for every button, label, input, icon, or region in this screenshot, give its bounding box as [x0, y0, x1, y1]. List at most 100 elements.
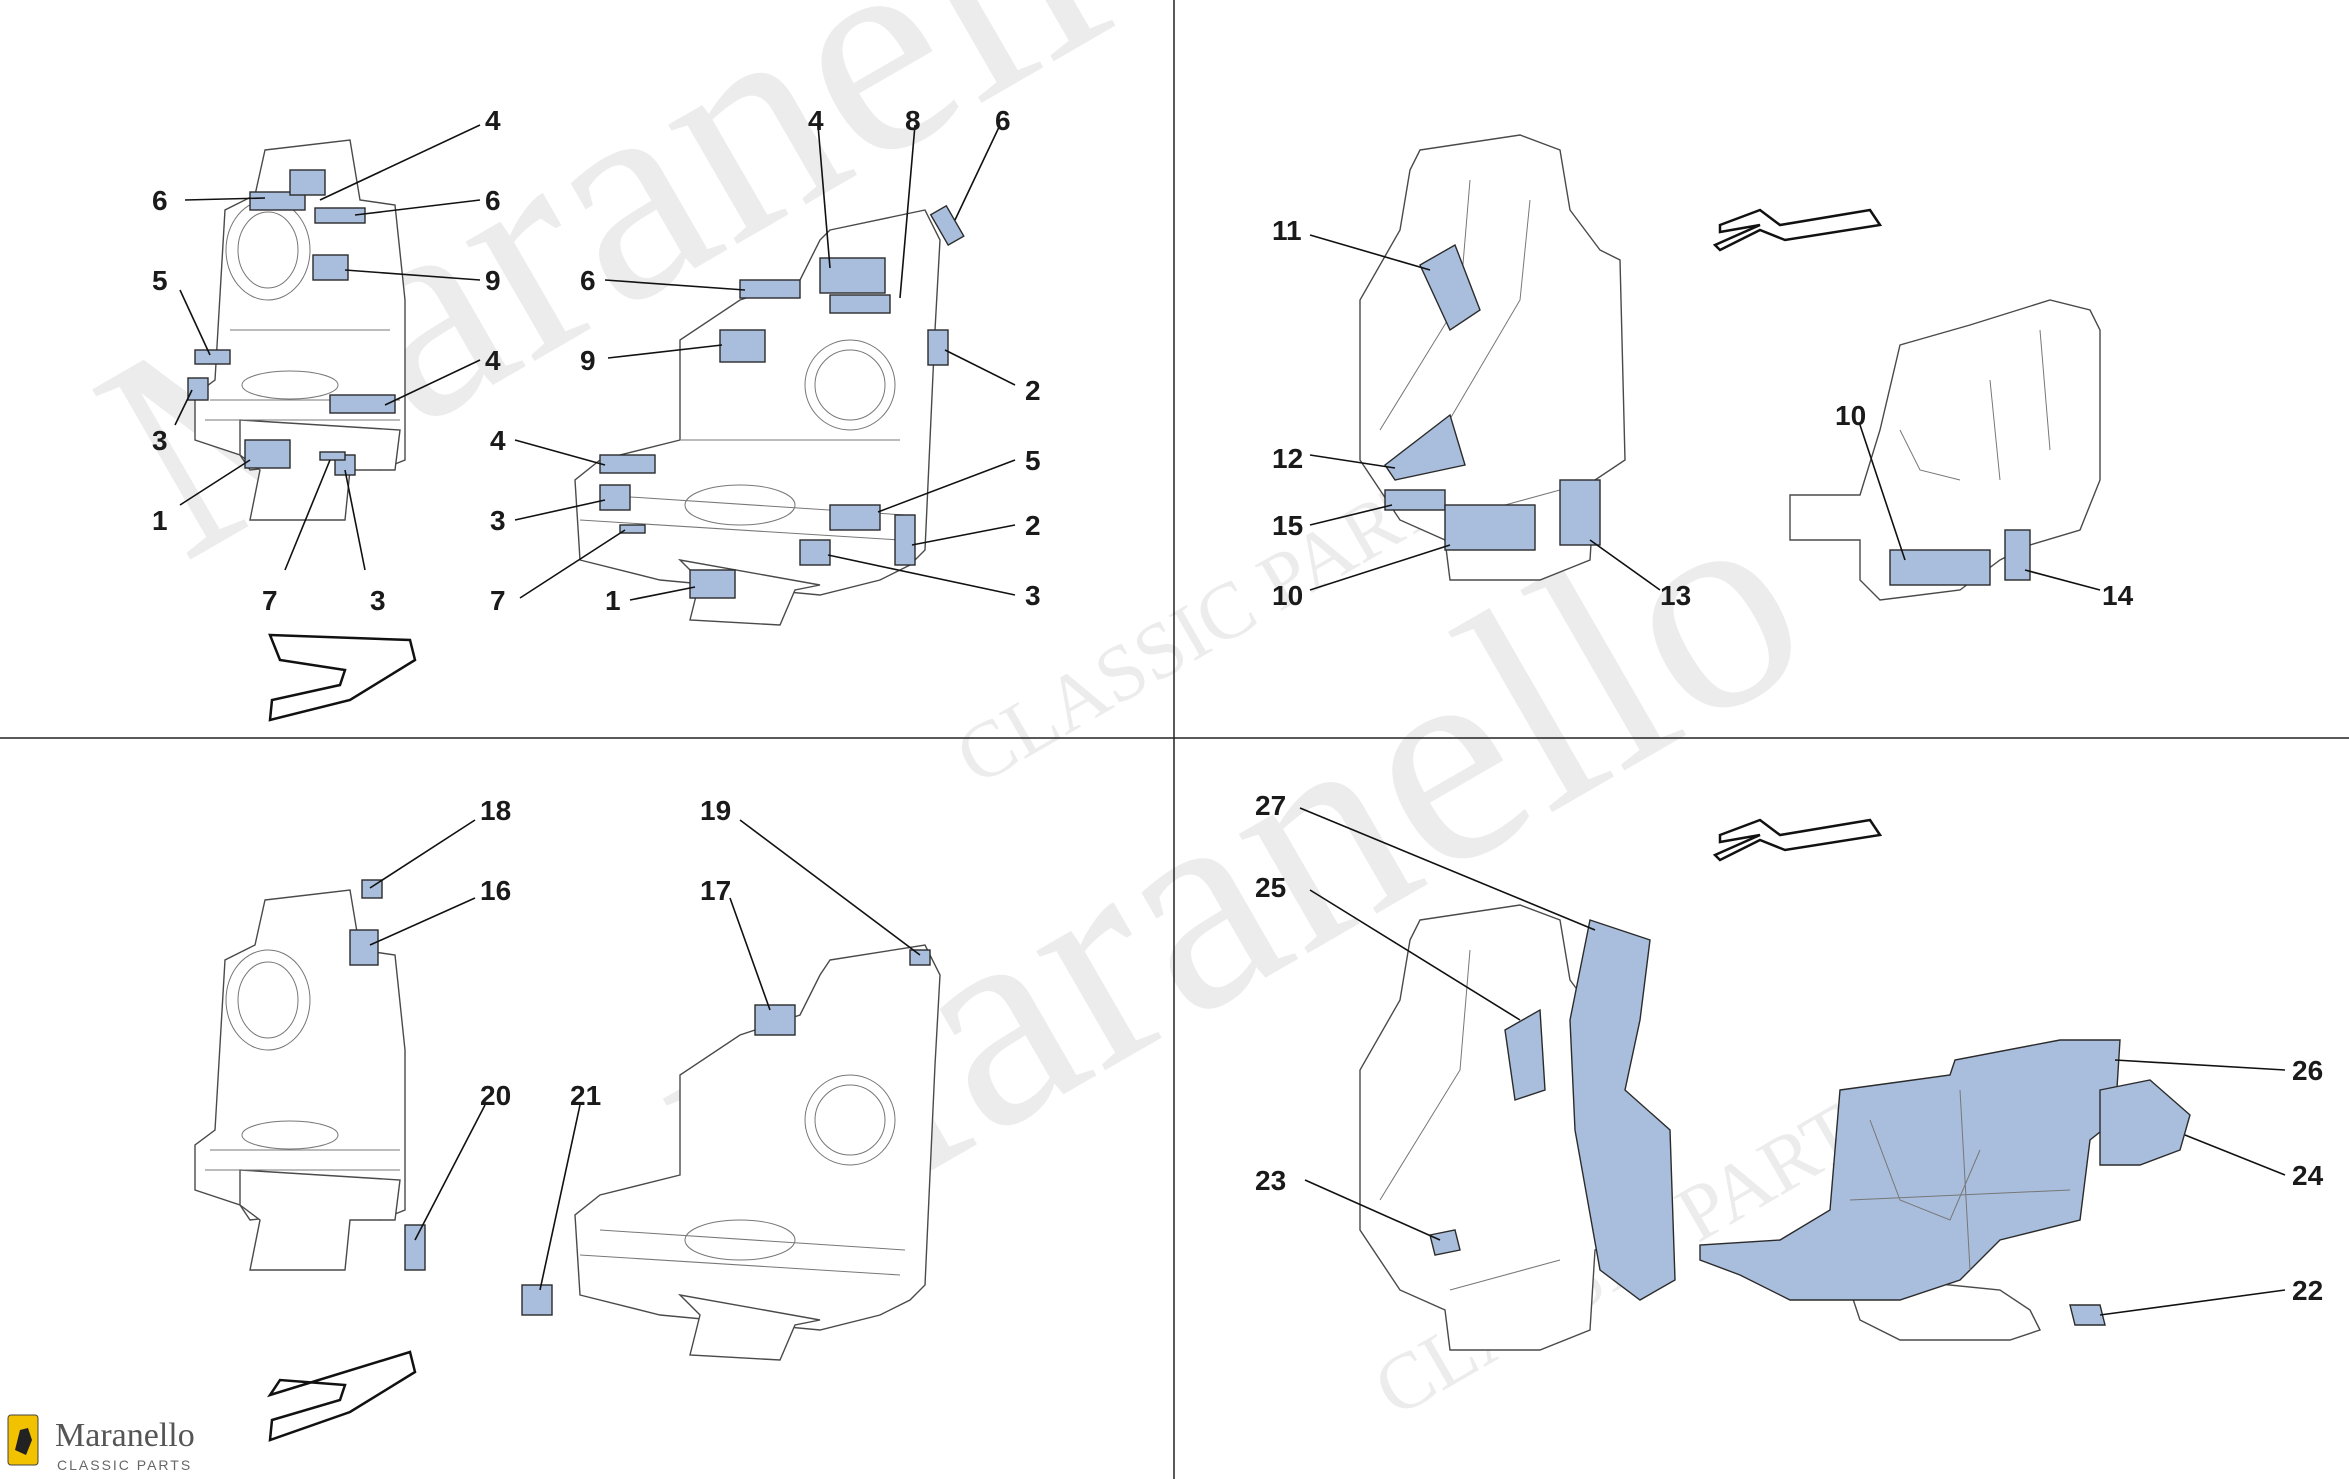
- part-6b-pad: [314, 207, 366, 224]
- callout-label: 17: [700, 875, 731, 906]
- part-23-bracket: [1429, 1229, 1461, 1256]
- part-2b-pad: [894, 514, 916, 566]
- callout-label: 18: [480, 795, 511, 826]
- callout-label: 5: [1025, 445, 1041, 476]
- callout-label: 4: [485, 105, 501, 136]
- part-18-bracket: [361, 879, 383, 899]
- fuel-tank-large-front-brackets: [521, 944, 941, 1361]
- part-7b-pad: [619, 524, 646, 534]
- part-20-bracket: [404, 1224, 426, 1271]
- fuel-tank-large-front: [574, 204, 965, 626]
- callout-label: 20: [480, 1080, 511, 1111]
- callout-label: 7: [262, 585, 278, 616]
- part-9-pad: [312, 254, 349, 281]
- fuel-tank-rear-heatshield: [1699, 1039, 2191, 1341]
- callout-label: 1: [605, 585, 621, 616]
- callout-label: 25: [1255, 872, 1286, 903]
- callout-label: 23: [1255, 1165, 1286, 1196]
- direction-arrow-bottom-left: [267, 1350, 417, 1442]
- part-14-pad: [2004, 529, 2031, 581]
- quadrant-bottom-right: 27 25 23 26 24 22: [1255, 790, 2324, 1351]
- part-12-pad: [1384, 413, 1466, 481]
- direction-arrow-bottom-right: [1712, 818, 1883, 862]
- callout-label: 10: [1835, 400, 1866, 431]
- direction-arrow-top-left: [268, 633, 417, 722]
- part-16-bracket: [349, 929, 379, 966]
- part-6d-pad: [829, 294, 891, 314]
- part-25-shield: [1504, 1008, 1546, 1101]
- part-4c-pad: [819, 257, 886, 294]
- callout-label: 12: [1272, 443, 1303, 474]
- quadrant-top-left: 4 6 6 9 5 4 3 1 7 3 4 6 8 6 9 2 4 5 3 2 …: [152, 105, 1041, 722]
- callout-label: 11: [1272, 215, 1302, 246]
- callout-label: 9: [485, 265, 501, 296]
- callout-label: 26: [2292, 1055, 2323, 1086]
- callout-label: 5: [152, 265, 168, 296]
- part-3-pad: [187, 377, 209, 401]
- part-24-shield: [2099, 1079, 2191, 1166]
- part-17-bracket: [754, 1004, 796, 1036]
- part-5b-pad: [829, 504, 881, 531]
- callout-label: 22: [2292, 1275, 2323, 1306]
- callout-label: 15: [1272, 510, 1303, 541]
- callout-label: 10: [1272, 580, 1303, 611]
- part-26-heatshield: [1699, 1039, 2121, 1301]
- logo-tagline: CLASSIC PARTS: [57, 1457, 192, 1473]
- quadrant-bottom-left: 18 16 20 21 19 17: [194, 795, 941, 1442]
- callout-label: 4: [808, 105, 824, 136]
- callout-label: 13: [1660, 580, 1691, 611]
- callout-label: 21: [570, 1080, 601, 1111]
- callout-label: 6: [580, 265, 596, 296]
- part-3d-pad: [799, 539, 831, 566]
- fuel-tank-side-view: [1359, 134, 1626, 581]
- callout-label: 1: [152, 505, 168, 536]
- part-7-pad: [319, 451, 346, 461]
- callout-label: 4: [485, 345, 501, 376]
- logo-name: Maranello: [55, 1417, 195, 1454]
- part-9b-pad: [719, 329, 766, 363]
- fuel-tank-small-rear-brackets: [194, 879, 426, 1271]
- fuel-tank-rear-view: [1789, 299, 2101, 601]
- part-5-pad: [194, 349, 231, 365]
- part-1b-pad: [689, 569, 736, 599]
- callout-label: 3: [152, 425, 168, 456]
- callout-label: 19: [700, 795, 731, 826]
- maranello-logo: Maranello CLASSIC PARTS: [7, 1414, 195, 1473]
- callout-label: 9: [580, 345, 596, 376]
- fuel-tank-small-rear: [187, 139, 406, 521]
- callout-label: 6: [152, 185, 168, 216]
- fuel-tank-side-heatshield: [1359, 904, 1676, 1351]
- part-27-heatshield: [1569, 919, 1676, 1301]
- quadrant-top-right: 11 12 15 10 13 10 14: [1272, 134, 2134, 611]
- part-15-pad: [1384, 489, 1446, 511]
- callout-label: 4: [490, 425, 506, 456]
- part-22-bracket: [2069, 1304, 2106, 1326]
- part-13-pad: [1559, 479, 1601, 546]
- callout-label: 6: [485, 185, 501, 216]
- callout-label: 2: [1025, 510, 1041, 541]
- part-8-pad: [929, 204, 965, 247]
- part-10-pad: [1444, 504, 1536, 551]
- callout-label: 6: [995, 105, 1011, 136]
- part-10b-pad: [1889, 549, 1991, 586]
- part-4d-pad: [599, 454, 656, 474]
- part-2-pad: [927, 329, 949, 366]
- part-6-pad: [249, 191, 306, 211]
- part-1-pad: [244, 439, 291, 469]
- callout-label: 7: [490, 585, 506, 616]
- part-19-bracket: [909, 949, 931, 966]
- callout-label: 27: [1255, 790, 1286, 821]
- part-21-bracket: [521, 1284, 553, 1316]
- callout-label: 8: [905, 105, 921, 136]
- callout-label: 14: [2102, 580, 2134, 611]
- callout-label: 24: [2292, 1160, 2324, 1191]
- part-6c-pad: [739, 279, 801, 299]
- callout-label: 3: [490, 505, 506, 536]
- part-4-pad: [289, 169, 326, 196]
- part-3c-pad: [599, 484, 631, 511]
- callout-label: 2: [1025, 375, 1041, 406]
- part-11-pad: [1419, 243, 1481, 332]
- callout-label: 3: [1025, 580, 1041, 611]
- callout-label: 3: [370, 585, 386, 616]
